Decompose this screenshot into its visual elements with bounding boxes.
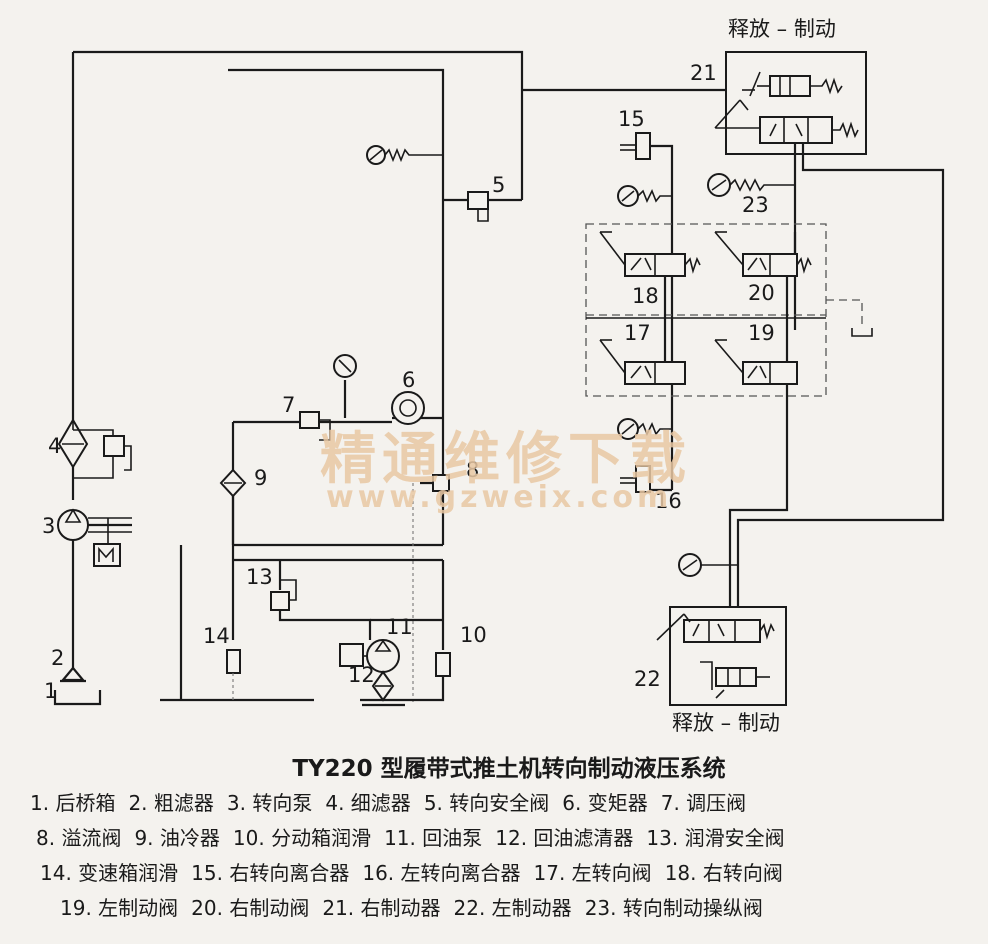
legend-item: 10. 分动箱润滑 bbox=[232, 826, 372, 850]
label-8: 8 bbox=[466, 458, 479, 482]
brake-gauge-left bbox=[678, 553, 738, 577]
label-12: 12 bbox=[348, 663, 375, 687]
control-valve-gauge bbox=[707, 173, 795, 197]
right-steering-valve bbox=[599, 231, 701, 277]
legend-item: 7. 调压阀 bbox=[660, 791, 747, 815]
coarse-filter bbox=[60, 666, 86, 683]
rear-axle-tank bbox=[53, 690, 102, 706]
left-steering-valve bbox=[599, 339, 686, 385]
number-labels: 1 2 3 4 5 6 7 8 9 10 11 12 13 14 15 16 1… bbox=[42, 61, 775, 703]
legend-row-1: 1. 后桥箱 2. 粗滤器 3. 转向泵 4. 细滤器 5. 转向安全阀 6. 变矩器 7.… bbox=[0, 786, 988, 821]
diagram-title: TY220 型履带式推土机转向制动液压系统 bbox=[292, 756, 726, 782]
label-23: 23 bbox=[742, 193, 769, 217]
legend-row-4: 19. 左制动阀 20. 右制动阀 21. 右制动器 22. 左制动器 23. 转向制动… bbox=[0, 891, 988, 926]
label-3: 3 bbox=[42, 514, 55, 538]
legend-item: 9. 油冷器 bbox=[134, 826, 220, 850]
legend-item: 2. 粗滤器 bbox=[128, 791, 214, 815]
steering-safety-valve bbox=[443, 191, 489, 222]
legend-item: 14. 变速箱润滑 bbox=[40, 861, 179, 885]
label-21: 21 bbox=[690, 61, 717, 85]
caption: TY220 型履带式推土机转向制动液压系统 1. 后桥箱 2. 粗滤器 3. 转向泵… bbox=[0, 752, 988, 926]
pressure-gauge-converter bbox=[333, 354, 357, 378]
valve-group-links bbox=[640, 232, 797, 640]
legend-item: 19. 左制动阀 bbox=[60, 896, 179, 920]
label-19: 19 bbox=[748, 321, 775, 345]
clutch-gauge-left bbox=[617, 418, 672, 440]
torque-converter bbox=[391, 391, 425, 425]
transmission-lubrication bbox=[226, 649, 241, 700]
legend-item: 12. 回油滤清器 bbox=[495, 826, 634, 850]
fine-filter bbox=[57, 418, 132, 479]
overflow-valve bbox=[412, 474, 450, 705]
legend-item: 15. 右转向离合器 bbox=[191, 861, 350, 885]
steering-pump bbox=[57, 508, 132, 567]
label-16: 16 bbox=[655, 489, 682, 513]
transfer-case-lubrication bbox=[435, 652, 451, 677]
hydraulic-diagram: 1 2 3 4 5 6 7 8 9 10 11 12 13 14 15 16 1… bbox=[42, 17, 945, 735]
left-brake-assembly bbox=[656, 606, 787, 706]
legend-item: 1. 后桥箱 bbox=[30, 791, 116, 815]
legend-item: 16. 左转向离合器 bbox=[362, 861, 521, 885]
legend-item: 4. 细滤器 bbox=[325, 791, 411, 815]
legend-item: 6. 变矩器 bbox=[562, 791, 648, 815]
pressure-gauge-steering bbox=[366, 145, 443, 165]
oil-cooler bbox=[219, 468, 247, 498]
label-18: 18 bbox=[632, 284, 659, 308]
legend-item: 20. 右制动阀 bbox=[191, 896, 310, 920]
label-2: 2 bbox=[51, 646, 64, 670]
legend-row-3: 14. 变速箱润滑 15. 右转向离合器 16. 左转向离合器 17. 左转向阀 18.… bbox=[0, 856, 988, 891]
label-1: 1 bbox=[44, 679, 57, 703]
main-supply-lines bbox=[71, 50, 726, 668]
label-13: 13 bbox=[246, 565, 273, 589]
legend-item: 11. 回油泵 bbox=[384, 826, 483, 850]
label-7: 7 bbox=[282, 393, 295, 417]
legend-item: 21. 右制动器 bbox=[322, 896, 441, 920]
label-4: 4 bbox=[48, 434, 61, 458]
label-5: 5 bbox=[492, 173, 505, 197]
label-14: 14 bbox=[203, 624, 230, 648]
label-20: 20 bbox=[748, 281, 775, 305]
legend-item: 5. 转向安全阀 bbox=[423, 791, 550, 815]
label-9: 9 bbox=[254, 466, 267, 490]
legend-item: 3. 转向泵 bbox=[226, 791, 313, 815]
lubrication-lines bbox=[160, 496, 445, 702]
label-11: 11 bbox=[386, 615, 413, 639]
label-10: 10 bbox=[460, 623, 487, 647]
release-brake-label-bottom: 释放 – 制动 bbox=[672, 711, 780, 735]
label-15: 15 bbox=[618, 107, 645, 131]
return-oil-filter bbox=[362, 670, 405, 707]
right-brake-assembly bbox=[714, 51, 945, 640]
legend-item: 18. 右转向阀 bbox=[664, 861, 783, 885]
left-brake-valve bbox=[714, 339, 798, 385]
legend-item: 22. 左制动器 bbox=[453, 896, 572, 920]
legend-row-2: 8. 溢流阀 9. 油冷器 10. 分动箱润滑 11. 回油泵 12. 回油滤清器 13.… bbox=[0, 821, 988, 856]
right-brake-valve bbox=[714, 231, 812, 277]
lubrication-safety-valve bbox=[270, 579, 297, 611]
watermark-url: www.gzweix.com bbox=[326, 480, 672, 515]
watermark-text: 精通维修下载 bbox=[320, 427, 692, 492]
left-steering-clutch bbox=[620, 465, 651, 493]
pressure-regulating-valve bbox=[299, 411, 331, 441]
release-brake-label-top: 释放 – 制动 bbox=[728, 17, 836, 41]
label-17: 17 bbox=[624, 321, 651, 345]
clutch-gauge-right bbox=[617, 185, 672, 207]
label-22: 22 bbox=[634, 667, 661, 691]
legend-item: 13. 润滑安全阀 bbox=[646, 826, 785, 850]
legend-item: 23. 转向制动操纵阀 bbox=[584, 896, 763, 920]
legend-item: 17. 左转向阀 bbox=[533, 861, 652, 885]
label-6: 6 bbox=[402, 368, 415, 392]
legend-item: 8. 溢流阀 bbox=[36, 826, 122, 850]
